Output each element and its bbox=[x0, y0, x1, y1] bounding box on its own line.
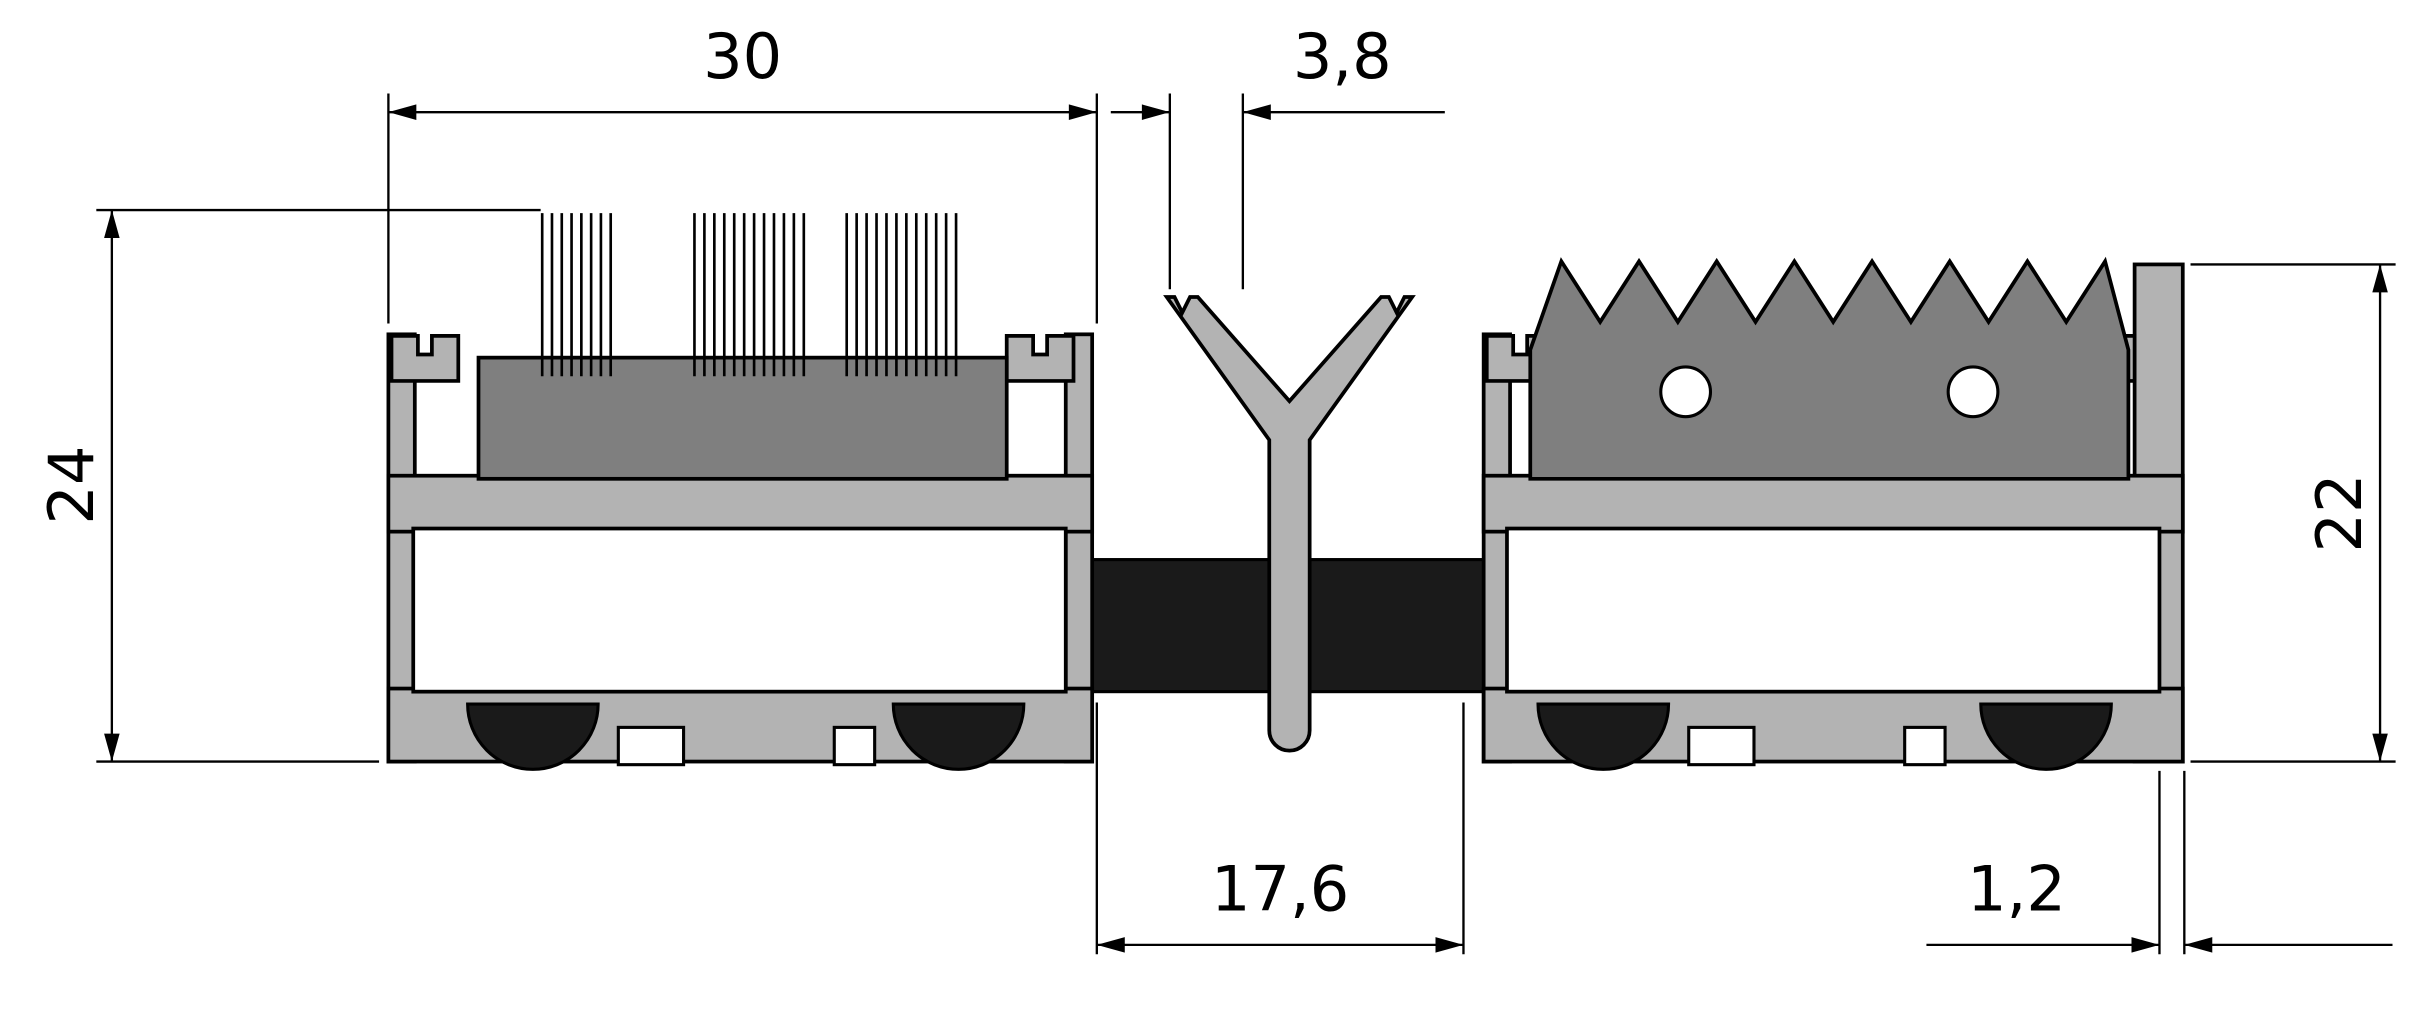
dimension-label: 1,2 bbox=[1967, 853, 2066, 926]
arrowhead-left-icon bbox=[388, 104, 417, 120]
rubber-insert-hole-2 bbox=[1946, 365, 2000, 419]
right-profile-foot-left bbox=[1536, 702, 1671, 771]
dimension-label: 24 bbox=[35, 445, 108, 524]
left-profile-bottom-notch-2 bbox=[832, 725, 877, 767]
left-profile-right-clip bbox=[1004, 334, 1076, 383]
dimension-label: 30 bbox=[703, 20, 782, 93]
left-profile-foot-left bbox=[466, 702, 600, 771]
right-profile-bottom-notch-2 bbox=[1903, 725, 1947, 767]
left-profile-hollow-chamber bbox=[411, 526, 1068, 694]
y-connector-body bbox=[1163, 295, 1416, 753]
dimension-22: 22 bbox=[2190, 263, 2396, 763]
arrowhead-up-icon bbox=[104, 210, 120, 239]
dimension-30: 30 bbox=[387, 20, 1098, 324]
left-profile-foot-right bbox=[891, 702, 1026, 771]
dimension-17-6: 17,6 bbox=[1095, 702, 1465, 955]
arrowhead-up-icon bbox=[2372, 264, 2388, 293]
rubber-insert-hole-1 bbox=[1659, 365, 1713, 419]
arrowhead-right-icon bbox=[1068, 104, 1097, 120]
arrowhead-right-icon bbox=[1141, 104, 1170, 120]
arrowhead-left-icon bbox=[1242, 104, 1271, 120]
dimension-1-2: 1,2 bbox=[1926, 770, 2393, 955]
dimension-label: 3,8 bbox=[1293, 20, 1392, 93]
arrowhead-down-icon bbox=[2372, 733, 2388, 762]
arrowhead-right-icon bbox=[1435, 937, 1464, 953]
right-profile-floor bbox=[1481, 473, 2185, 534]
serrated-rubber-insert bbox=[1528, 256, 2131, 481]
left-profile-floor bbox=[386, 473, 1095, 534]
right-profile-hollow-chamber bbox=[1505, 526, 2162, 694]
dimension-24: 24 bbox=[35, 208, 541, 763]
arrowhead-left-icon bbox=[2184, 937, 2213, 953]
brush-bristles bbox=[540, 213, 958, 377]
left-profile-bottom-notch-1 bbox=[616, 725, 686, 767]
right-profile-bottom-notch-1 bbox=[1687, 725, 1756, 767]
dimension-3-8: 3,8 bbox=[1110, 20, 1445, 290]
arrowhead-down-icon bbox=[104, 733, 120, 762]
dimension-label: 22 bbox=[2303, 473, 2376, 552]
right-profile-foot-right bbox=[1979, 702, 2113, 771]
left-profile-left-clip bbox=[389, 334, 461, 383]
left-profile bbox=[386, 332, 1095, 771]
arrowhead-right-icon bbox=[2131, 937, 2160, 953]
center-connector-profile bbox=[1163, 295, 1416, 753]
arrowhead-left-icon bbox=[1096, 937, 1125, 953]
dimension-label: 17,6 bbox=[1211, 853, 1349, 926]
brush-insert-carrier bbox=[476, 355, 1009, 481]
right-profile bbox=[1481, 256, 2185, 771]
